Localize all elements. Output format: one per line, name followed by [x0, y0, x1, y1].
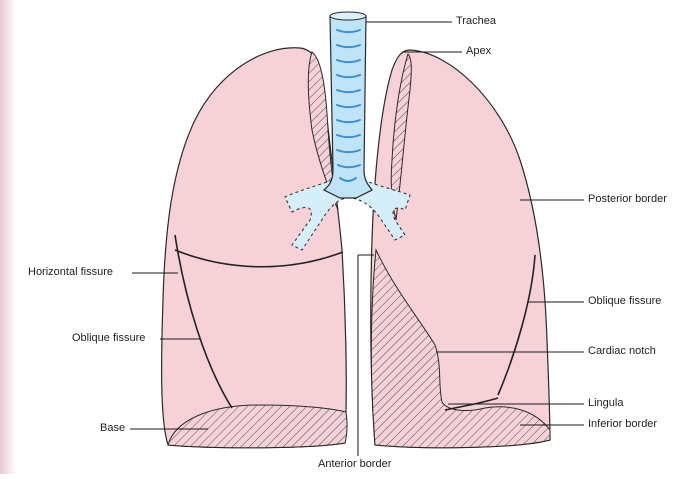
label-oblique-fissure-right: Oblique fissure	[588, 295, 661, 308]
background-edge	[0, 0, 16, 474]
label-posterior-border: Posterior border	[588, 193, 667, 206]
label-oblique-fissure-left: Oblique fissure	[72, 332, 145, 345]
label-inferior-border: Inferior border	[588, 418, 657, 431]
trachea-top-opening	[330, 12, 366, 20]
label-anterior-border: Anterior border	[318, 458, 391, 471]
label-base: Base	[100, 422, 125, 435]
label-trachea: Trachea	[456, 15, 496, 28]
label-cardiac-notch: Cardiac notch	[588, 345, 656, 358]
label-apex: Apex	[466, 45, 491, 58]
label-horizontal-fissure: Horizontal fissure	[28, 266, 113, 279]
label-lingula: Lingula	[588, 397, 623, 410]
